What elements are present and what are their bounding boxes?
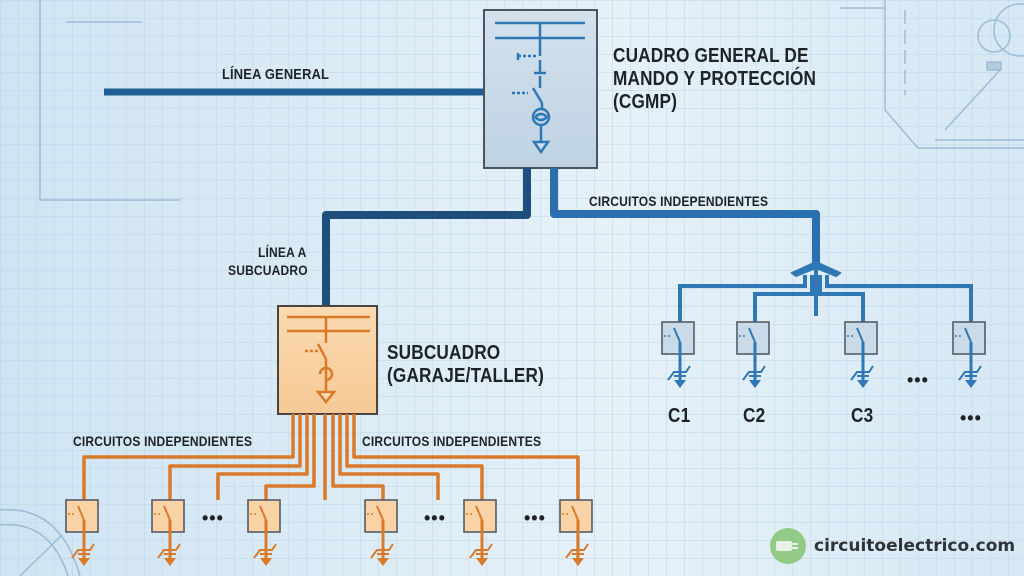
cgmp-breaker-4[interactable] (952, 321, 986, 388)
circuitos-cgmp-label: CIRCUITOS INDEPENDIENTES (589, 193, 769, 209)
linea-a-subcuadro-label-1: LÍNEA A (258, 244, 307, 260)
sub-ellipsis-3: ••• (524, 508, 546, 528)
sub-breaker-2[interactable] (151, 499, 185, 566)
sub-ellipsis-1: ••• (202, 508, 224, 528)
cgmp-distribution (678, 260, 973, 330)
cgmp-title-line3: (CGMP) (613, 91, 678, 113)
circuit-label-c3: C3 (851, 405, 874, 427)
circuit-label-more: ••• (960, 408, 982, 428)
linea-general-label: LÍNEA GENERAL (222, 66, 330, 83)
subcuadro-distribution (82, 414, 580, 505)
cgmp-title-line2: MANDO Y PROTECCIÓN (613, 68, 817, 90)
plug-icon (770, 528, 806, 564)
circuit-label-c2: C2 (743, 405, 766, 427)
sub-breaker-1[interactable] (65, 499, 99, 566)
subcuadro-title-line2: (GARAJE/TALLER) (387, 365, 545, 387)
subcuadro-panel[interactable] (277, 305, 378, 415)
circuit-label-c1: C1 (668, 405, 691, 427)
sub-breaker-5[interactable] (463, 499, 497, 566)
cgmp-title-line1: CUADRO GENERAL DE (613, 45, 809, 67)
linea-a-subcuadro-label-2: SUBCUADRO (228, 262, 308, 278)
cgmp-breaker-2[interactable] (736, 321, 770, 388)
cgmp-ellipsis: ••• (907, 370, 929, 390)
logo-text: circuitoelectrico.com (814, 536, 1016, 556)
cgmp-panel[interactable] (483, 9, 598, 169)
circuitos-sub-right-label: CIRCUITOS INDEPENDIENTES (362, 433, 542, 449)
sub-breaker-6[interactable] (559, 499, 593, 566)
circuitos-sub-left-label: CIRCUITOS INDEPENDIENTES (73, 433, 253, 449)
circuitos-cgmp-trunk (550, 168, 820, 265)
cgmp-breaker-1[interactable] (661, 321, 695, 388)
cgmp-breaker-3[interactable] (844, 321, 878, 388)
site-logo[interactable]: circuitoelectrico.com (770, 528, 1015, 564)
linea-a-subcuadro-line (322, 168, 531, 308)
cgmp-symbol (495, 21, 585, 155)
sub-ellipsis-2: ••• (424, 508, 446, 528)
subcuadro-title-line1: SUBCUADRO (387, 342, 501, 364)
subcuadro-symbol (287, 315, 370, 405)
sub-breaker-3[interactable] (247, 499, 281, 566)
sub-breaker-4[interactable] (364, 499, 398, 566)
